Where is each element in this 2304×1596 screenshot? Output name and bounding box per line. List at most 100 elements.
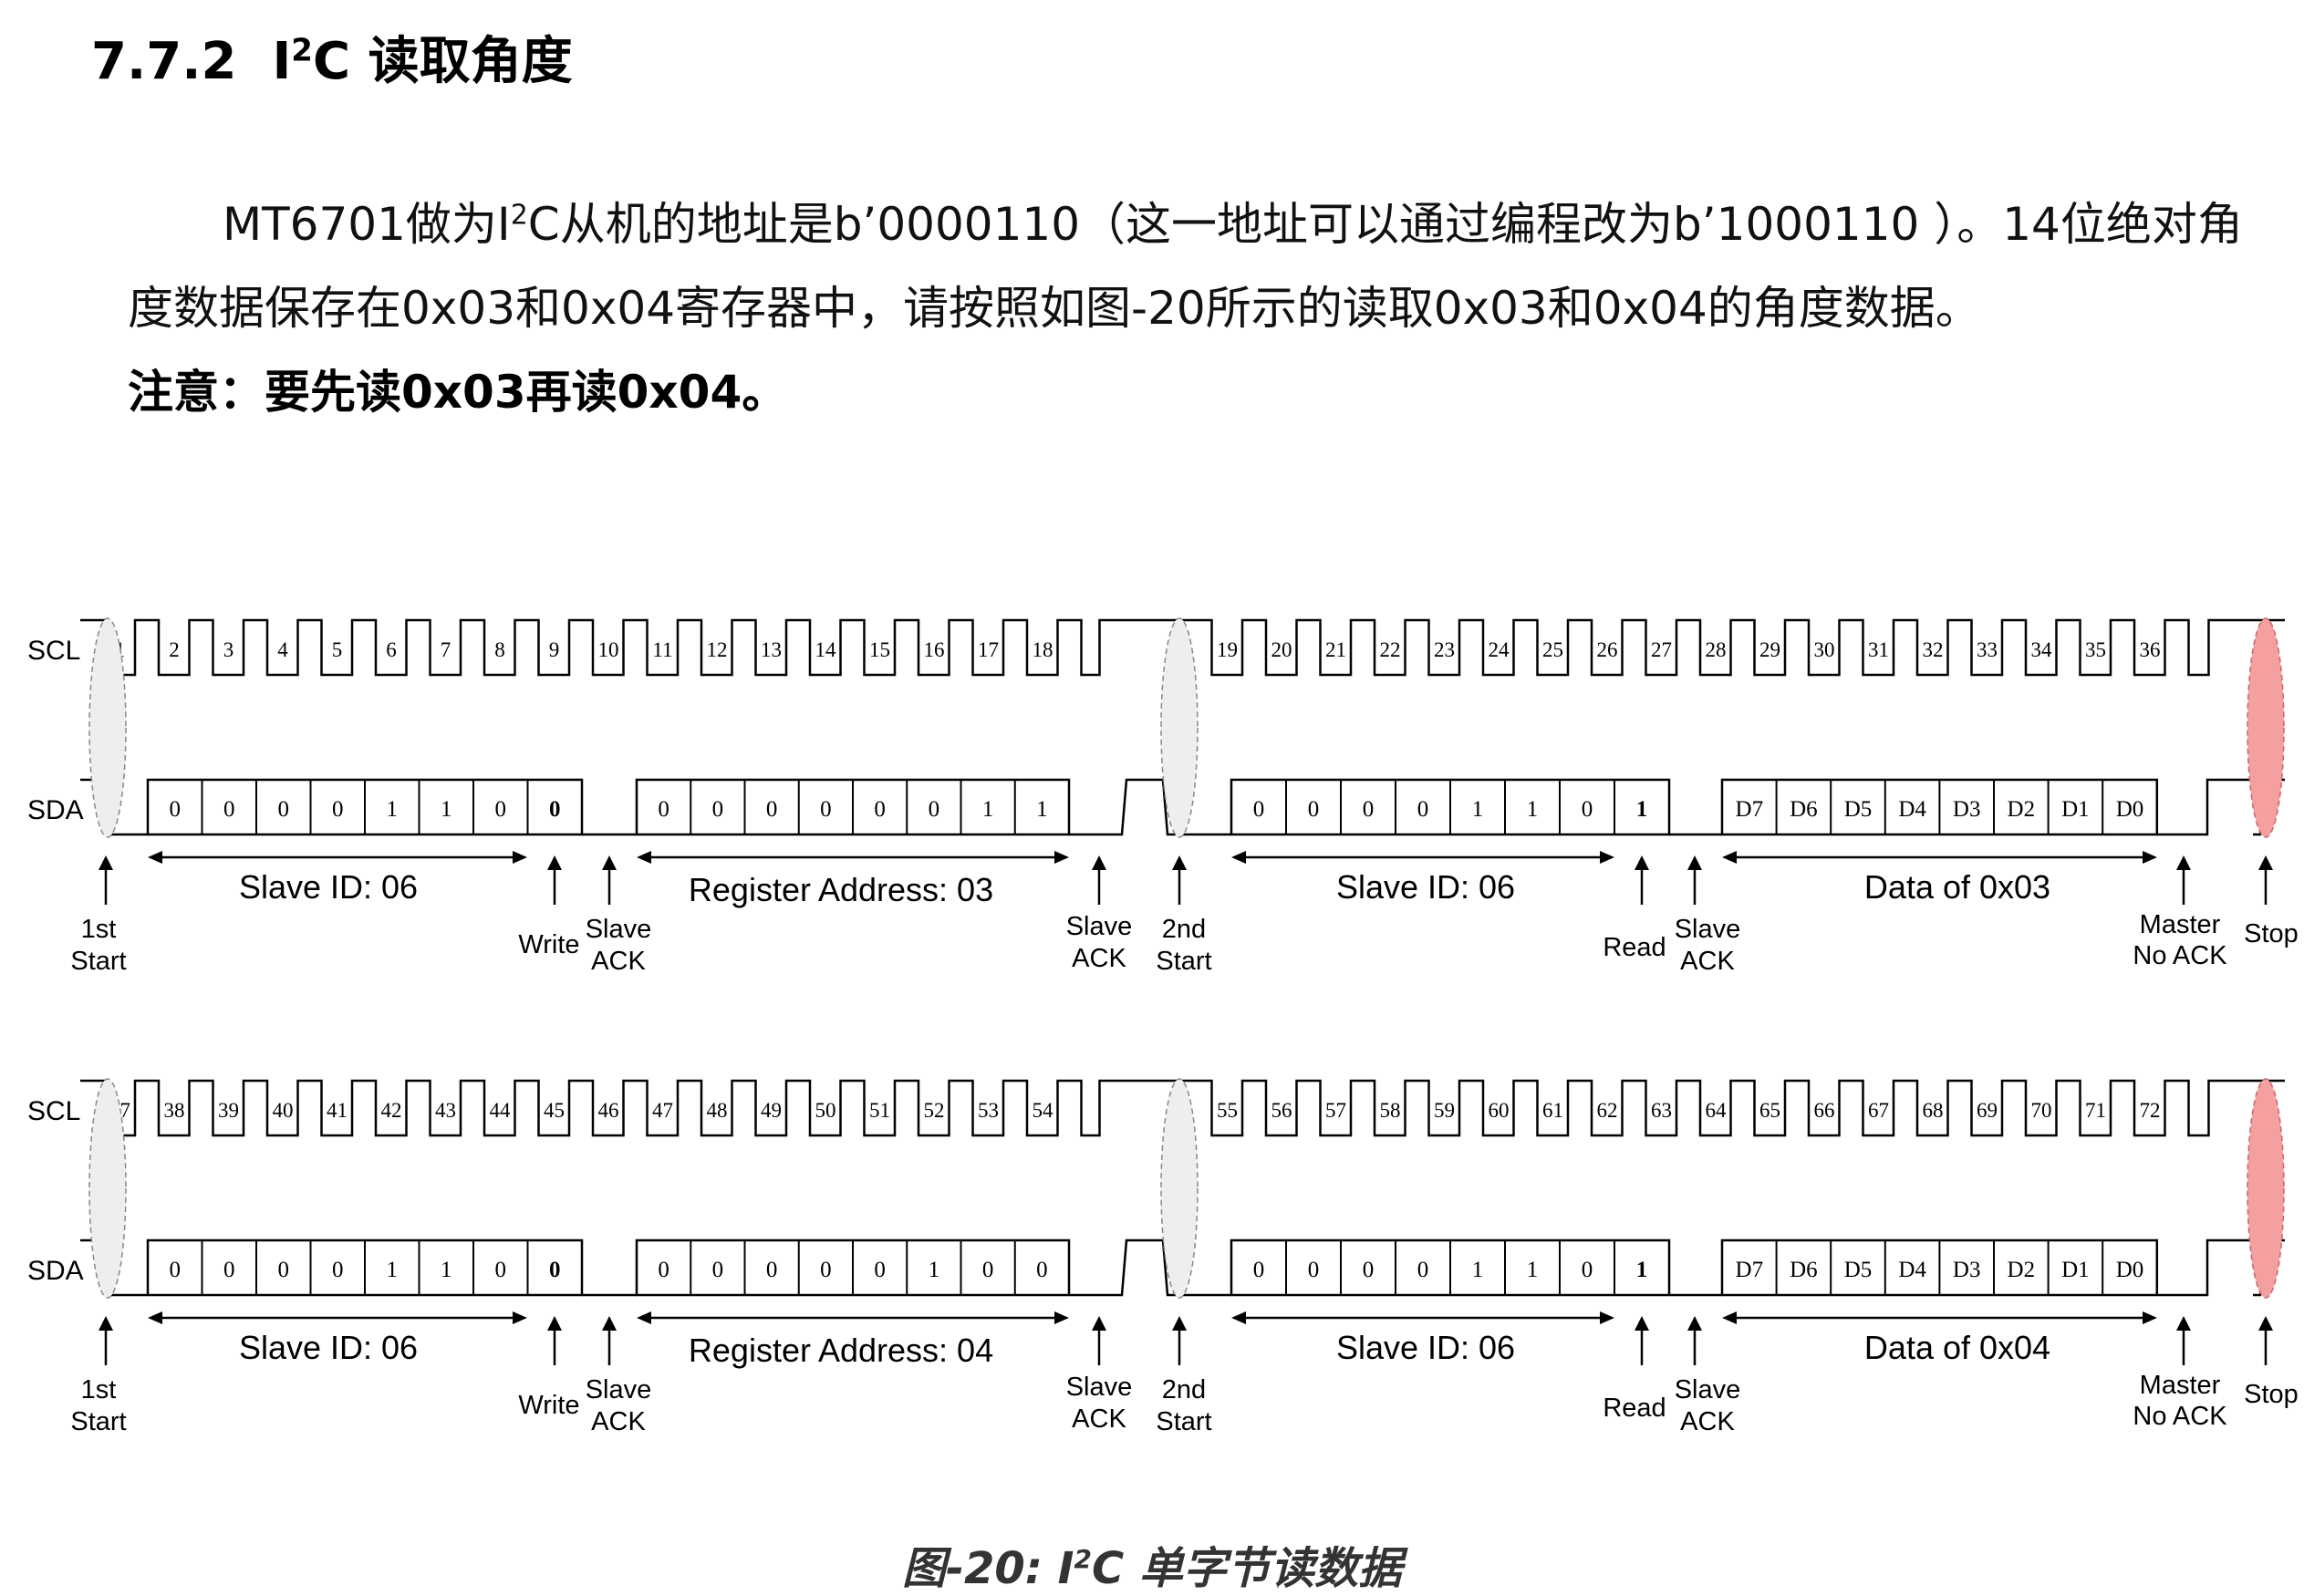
caption-pre: 图-20: I — [902, 1543, 1074, 1594]
data-label: Data of 0x04 — [1864, 1329, 2050, 1366]
clock-number: 69 — [1977, 1099, 1998, 1122]
restart-ellipse — [1160, 617, 1199, 838]
clock-number: 6 — [386, 638, 397, 661]
clock-number: 57 — [1325, 1099, 1346, 1122]
start-arrow-head — [99, 1316, 113, 1331]
restart-arrow-head — [1172, 1316, 1187, 1331]
slave-id-bit: 0 — [332, 1258, 344, 1282]
register-address-bit: 0 — [658, 797, 669, 822]
data-byte-bit: D5 — [1844, 1258, 1873, 1282]
data-label: Data of 0x03 — [1864, 868, 2050, 906]
clock-number: 33 — [1977, 638, 1998, 661]
clock-number: 14 — [815, 638, 837, 661]
write-label: Write — [518, 1391, 579, 1420]
ack2-arrow-head — [1092, 1316, 1106, 1331]
slave-id-2-bit: 0 — [1582, 797, 1593, 822]
slave-id-bit: 0 — [278, 1258, 290, 1282]
slave-id-bit: 1 — [387, 1258, 399, 1282]
start-label-b: Start — [70, 1407, 126, 1436]
clock-number: 50 — [815, 1099, 836, 1122]
clock-number: 21 — [1325, 638, 1346, 661]
ack1-arrow-head — [602, 1316, 617, 1331]
slave-id-2-bit: 0 — [1582, 1258, 1593, 1282]
clock-number: 62 — [1597, 1099, 1618, 1122]
stop-arrow-head — [2258, 855, 2273, 870]
data-byte-bit: D4 — [1898, 797, 1926, 822]
clock-number: 35 — [2085, 638, 2106, 661]
register-span-head-left — [637, 1311, 651, 1324]
clock-number: 18 — [1033, 638, 1053, 661]
slave-id-2-bit: 1 — [1472, 797, 1484, 822]
slave-id-bit: 0 — [170, 1258, 182, 1282]
section-number: 7.7.2 — [91, 32, 237, 91]
clock-number: 29 — [1759, 638, 1780, 661]
clock-number: 15 — [869, 638, 890, 661]
write-arrow-head — [547, 855, 562, 870]
register-address-bit: 0 — [820, 797, 832, 822]
ack3-arrow-head — [1687, 855, 1702, 870]
slave-id-2-bit: 0 — [1363, 1258, 1375, 1282]
restart-label-b: Start — [1156, 1407, 1211, 1436]
figure-caption: 图-20: I2C 单字节读数据 — [0, 1532, 2304, 1596]
restart-label-a: 2nd — [1162, 1375, 1206, 1404]
data-byte-bit: D0 — [2116, 1258, 2144, 1282]
write-label: Write — [518, 930, 579, 959]
clock-number: 51 — [869, 1099, 890, 1122]
start-ellipse — [88, 1078, 127, 1299]
clock-number: 48 — [707, 1099, 728, 1122]
slave-id-bit: 0 — [495, 797, 507, 822]
read-label: Read — [1603, 1394, 1666, 1423]
slave-id-2-bit: 0 — [1308, 1258, 1320, 1282]
slave-id-2-bit: 0 — [1308, 797, 1320, 822]
slave-id-bit: 0 — [332, 797, 344, 822]
register-address-bit: 0 — [658, 1258, 669, 1282]
slave-id-2-label: Slave ID: 06 — [1336, 868, 1515, 906]
clock-number: 22 — [1380, 638, 1401, 661]
start-arrow-head — [99, 855, 113, 870]
clock-number: 39 — [218, 1099, 239, 1122]
body-paragraph: MT6701做为I2C从机的地址是b’0000110（这一地址可以通过编程改为b… — [128, 182, 2244, 350]
clock-number: 8 — [494, 638, 505, 661]
slave-ack-2-label-a: Slave — [1066, 912, 1133, 941]
clock-number: 67 — [1868, 1099, 1889, 1122]
restart-label-a: 2nd — [1162, 915, 1206, 944]
stop-arrow-head — [2258, 1316, 2273, 1331]
start-label-b: Start — [70, 947, 126, 976]
slave-id-2-bit: 0 — [1253, 1258, 1265, 1282]
slave-ack-2-label-a: Slave — [1066, 1373, 1133, 1402]
register-address-bit: 0 — [874, 797, 886, 822]
ack1-arrow-head — [602, 855, 617, 870]
stop-label: Stop — [2244, 1380, 2299, 1409]
slave-id-2-bit: 1 — [1636, 1258, 1648, 1282]
slave-ack-label-b: ACK — [591, 947, 646, 976]
register-address-bit: 1 — [1036, 797, 1048, 822]
restart-ellipse — [1160, 1078, 1199, 1299]
register-address-bit: 0 — [874, 1258, 886, 1282]
stop-label: Stop — [2244, 919, 2299, 948]
slave-id-2-label: Slave ID: 06 — [1336, 1329, 1515, 1366]
scl-label: SCL — [27, 636, 80, 666]
slave-id-bit: 0 — [278, 797, 290, 822]
stop-ellipse — [2247, 1078, 2285, 1299]
data-span-head-left — [1722, 1311, 1737, 1324]
register-address-label: Register Address: 04 — [689, 1332, 993, 1369]
register-address-bit: 0 — [929, 797, 940, 822]
i2c-timing-diagram: SCLSDA1234567891011121314151617181920212… — [27, 617, 2299, 1436]
slave-id-2-bit: 0 — [1417, 797, 1429, 822]
note-text: 注意：要先读0x03再读0x04。 — [128, 366, 788, 419]
slave-id-2-bit: 0 — [1417, 1258, 1429, 1282]
restart-arrow-head — [1172, 855, 1187, 870]
master-nack-label-b: No ACK — [2133, 1402, 2227, 1431]
clock-number: 2 — [169, 638, 180, 661]
slave-id-bit: 0 — [549, 797, 561, 822]
data-byte-bit: D1 — [2061, 1258, 2090, 1282]
slave-id-label: Slave ID: 06 — [239, 1329, 418, 1366]
clock-number: 32 — [1923, 638, 1944, 661]
clock-number: 52 — [924, 1099, 945, 1122]
register-address-label: Register Address: 03 — [689, 871, 993, 908]
clock-number: 4 — [277, 638, 288, 661]
slave-ack-label-b: ACK — [591, 1407, 646, 1436]
register-span-head-right — [1054, 851, 1069, 864]
clock-number: 59 — [1434, 1099, 1455, 1122]
